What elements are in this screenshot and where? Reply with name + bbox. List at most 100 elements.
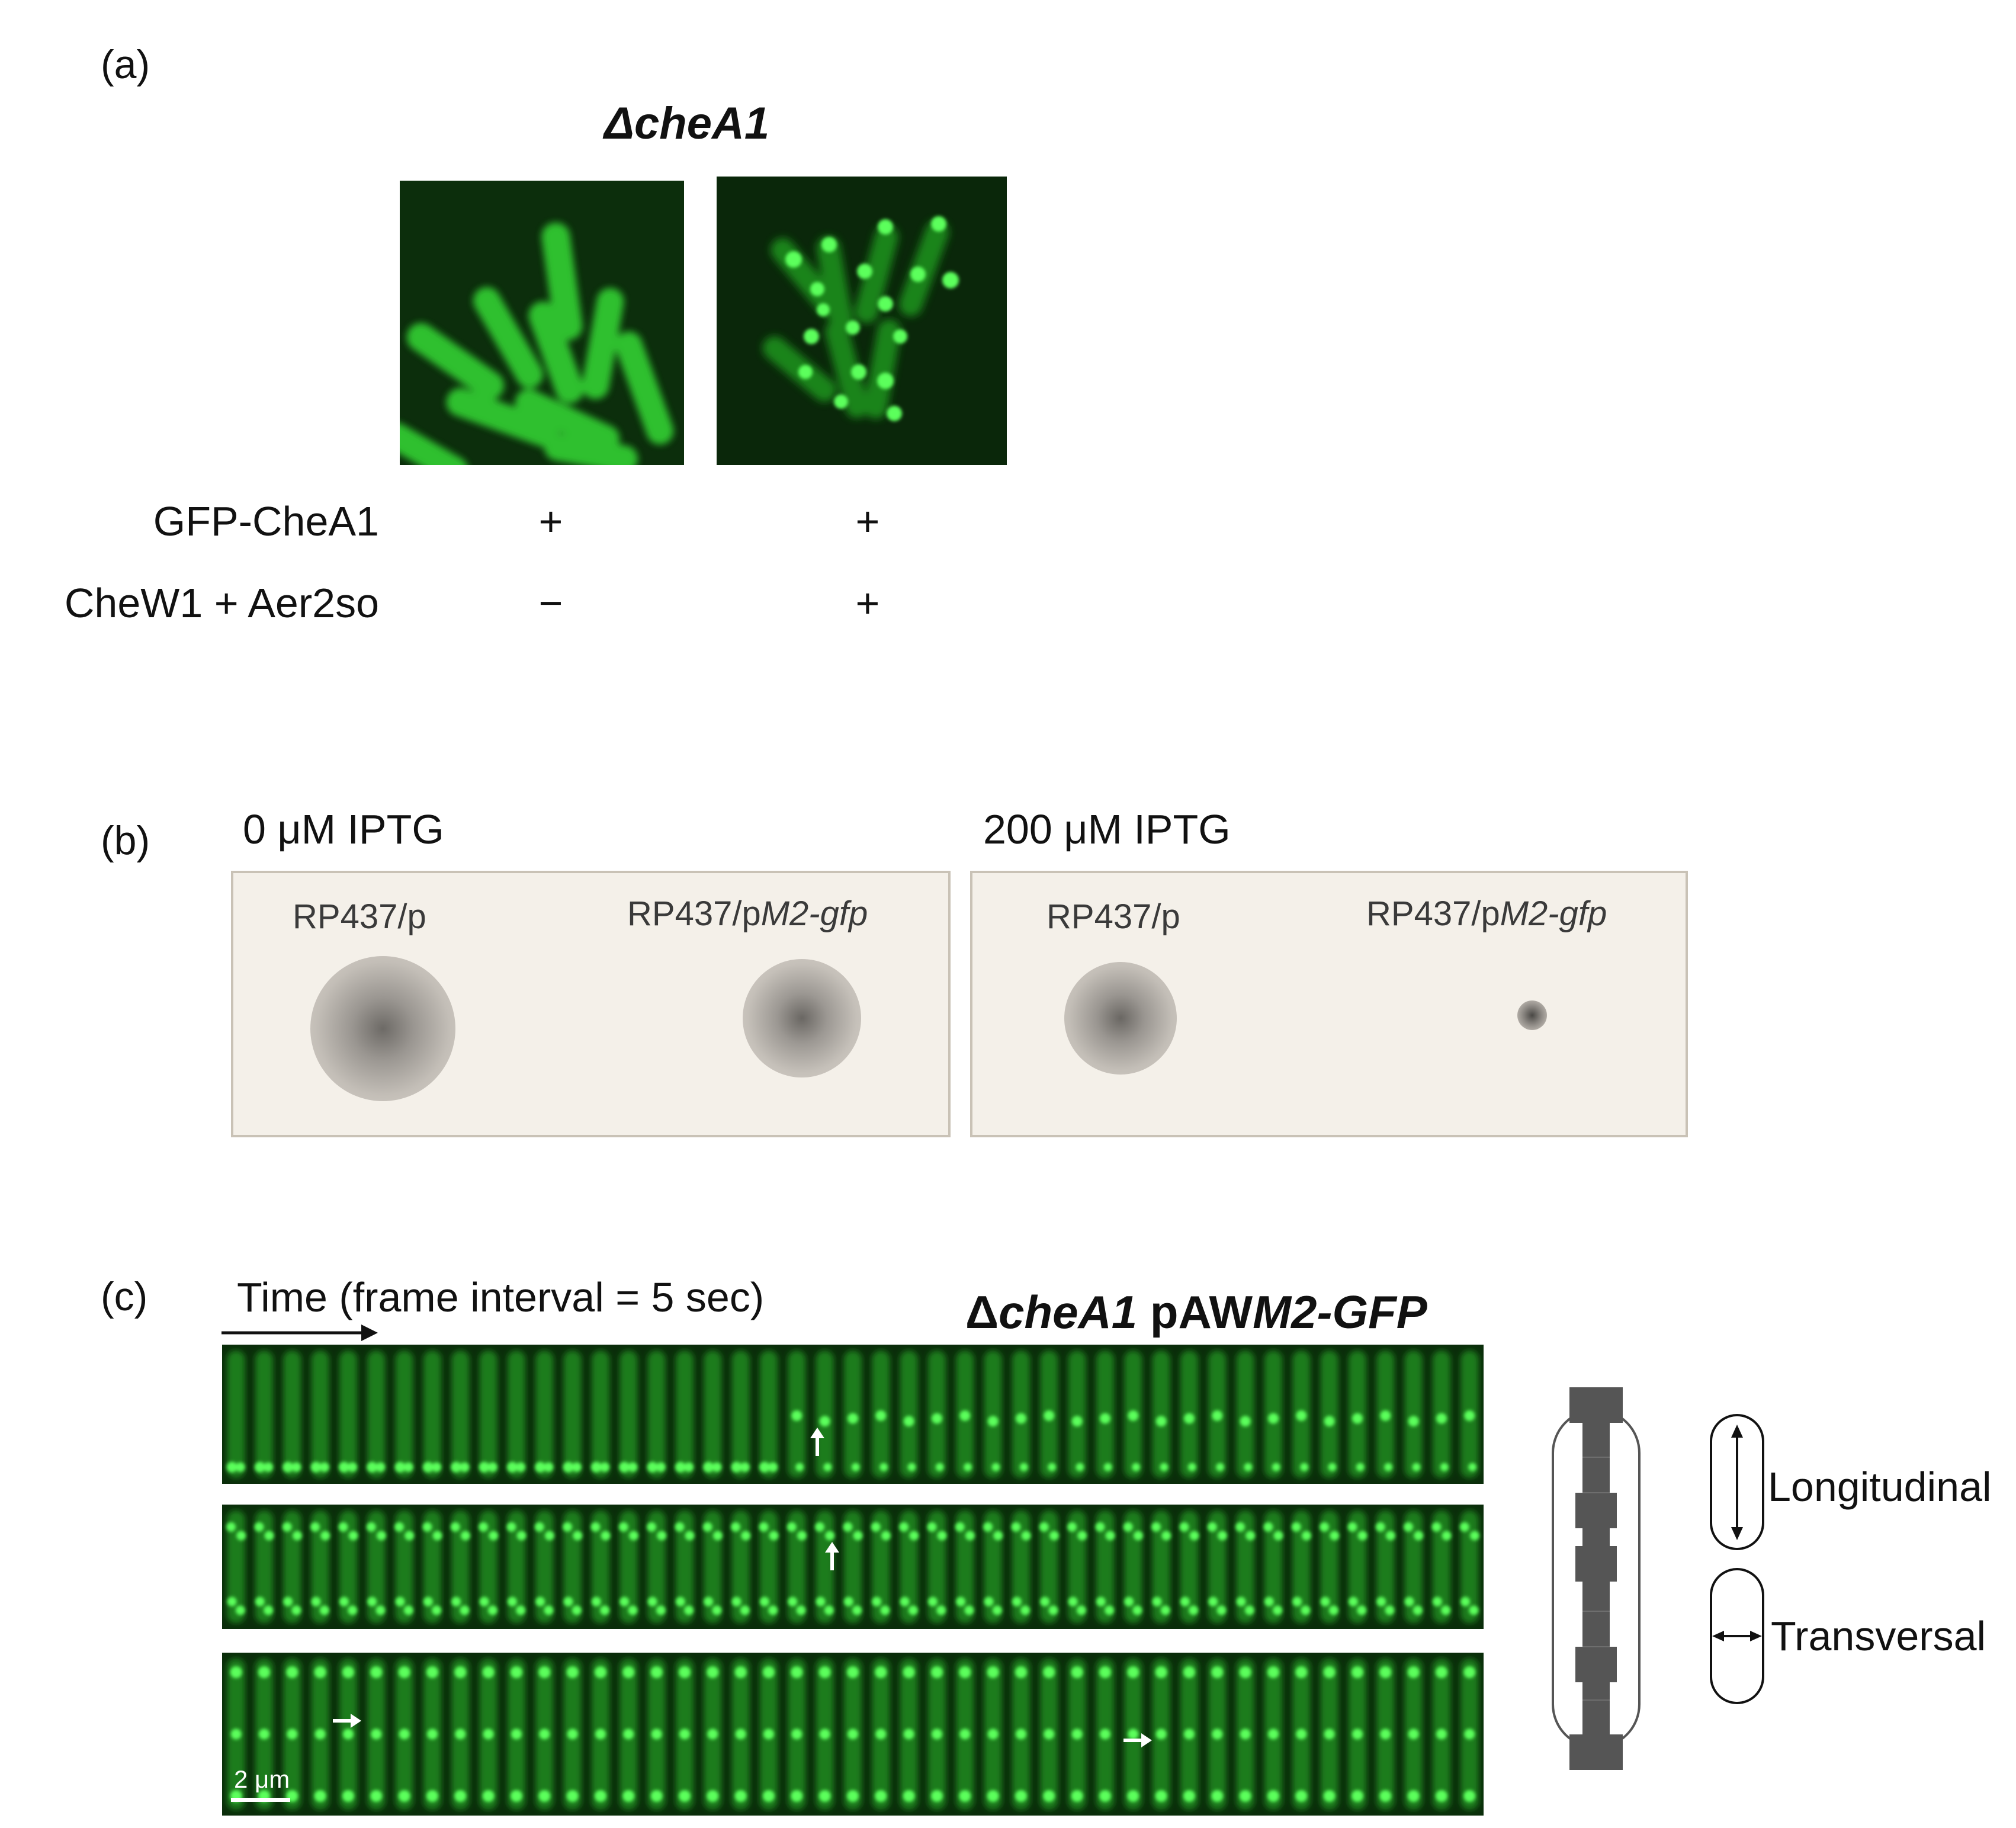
micrograph-clustered xyxy=(717,177,1007,465)
kymograph-spot xyxy=(1385,1531,1395,1541)
kymograph-spot xyxy=(1244,1463,1253,1471)
kymograph-spot xyxy=(899,1522,909,1532)
kymograph-spot xyxy=(563,1522,573,1532)
kymograph-spot xyxy=(824,1605,834,1615)
kymograph-spot xyxy=(338,1522,348,1532)
strain-plasmid-prefix: pAW xyxy=(1137,1286,1253,1338)
kymograph-spot xyxy=(1048,1605,1058,1615)
kymograph-spot xyxy=(1295,1666,1308,1678)
kymograph-frame xyxy=(704,1351,722,1478)
kymograph-frame xyxy=(395,1351,413,1478)
kymograph-spot xyxy=(684,1462,694,1472)
kymograph-spot xyxy=(1211,1790,1224,1802)
kymograph-spot xyxy=(788,1596,798,1606)
kymograph-spot xyxy=(1039,1522,1049,1532)
kymograph-spot xyxy=(847,1666,859,1678)
kymograph-spot xyxy=(675,1522,685,1532)
kymograph-spot xyxy=(1442,1531,1452,1541)
kymograph-spot xyxy=(675,1596,685,1606)
row-label-chew1-aer2so: CheW1 + Aer2so xyxy=(64,580,379,626)
kymograph-spot xyxy=(622,1666,635,1678)
kymograph-spot xyxy=(791,1728,802,1740)
kymograph-spot xyxy=(1431,1522,1442,1532)
kymograph-spot xyxy=(1408,1416,1419,1427)
kymograph-spot xyxy=(590,1461,602,1473)
kymograph-spot xyxy=(1407,1666,1420,1678)
kymograph-spot xyxy=(1127,1790,1139,1802)
kymograph-spot xyxy=(1208,1596,1218,1606)
kymograph-spot xyxy=(319,1462,329,1472)
kymograph-spot xyxy=(226,1461,237,1473)
kymograph-spot xyxy=(292,1531,302,1541)
kymograph-spot xyxy=(1352,1666,1363,1678)
kymograph-spot xyxy=(1375,1522,1385,1532)
kymograph-spot xyxy=(1067,1522,1077,1532)
kymograph-spot xyxy=(572,1462,582,1472)
kymograph-spot xyxy=(1071,1416,1083,1427)
kymograph-spot xyxy=(959,1728,971,1740)
kymograph-spot xyxy=(1239,1666,1251,1678)
kymograph-spot xyxy=(763,1666,775,1678)
kymograph-spot xyxy=(1323,1666,1336,1678)
kymograph-spot xyxy=(1380,1728,1391,1740)
kymograph-spot xyxy=(823,1463,832,1471)
kymograph-spot xyxy=(880,1605,890,1615)
kymograph-spot xyxy=(1441,1605,1451,1615)
kymograph-spot xyxy=(1161,1531,1171,1541)
kymograph-spot xyxy=(544,1605,554,1615)
kymograph-spot xyxy=(1296,1728,1307,1740)
kymograph-spot xyxy=(1151,1522,1161,1532)
kymograph-spot xyxy=(1357,1531,1367,1541)
kymograph-spot xyxy=(684,1605,694,1615)
kymograph-frame xyxy=(311,1351,329,1478)
kymograph-spot xyxy=(264,1605,274,1615)
kymograph-spot xyxy=(815,1522,825,1532)
strain-gene: cheA1 xyxy=(999,1286,1138,1338)
kymograph-spot xyxy=(909,1531,919,1541)
kymograph-spot xyxy=(314,1666,326,1678)
kymograph-spot xyxy=(254,1522,264,1532)
kymograph-spot xyxy=(712,1531,723,1541)
kymograph-spot xyxy=(712,1462,722,1472)
kymograph-spot xyxy=(787,1522,797,1532)
kymograph-spot xyxy=(848,1728,858,1740)
kymograph-spot xyxy=(567,1728,578,1740)
kymograph-spot xyxy=(1012,1596,1022,1606)
kymograph-spot xyxy=(900,1596,910,1606)
kymograph-frame xyxy=(227,1351,245,1478)
kymograph-spot xyxy=(405,1531,415,1541)
kymograph-spot xyxy=(879,1463,888,1471)
kymograph-spot xyxy=(1324,1416,1335,1427)
kymograph-spot xyxy=(482,1666,495,1678)
kymograph-spot xyxy=(254,1461,265,1473)
kymograph-spot xyxy=(685,1531,695,1541)
kymograph-spot xyxy=(286,1666,298,1678)
kymograph-spot xyxy=(707,1728,718,1740)
kymograph-spot xyxy=(1071,1790,1083,1802)
kymograph-spot xyxy=(1356,1463,1365,1471)
kymograph-spot xyxy=(590,1522,601,1532)
delta-symbol: Δ xyxy=(604,98,635,149)
kymograph-spot xyxy=(936,1605,946,1615)
kymograph-spot xyxy=(1407,1790,1420,1802)
kymograph-frame xyxy=(283,1351,301,1478)
kymograph-spot xyxy=(797,1531,807,1541)
kymograph-spot xyxy=(1469,1531,1479,1541)
kymograph-spot xyxy=(375,1462,386,1472)
kymograph-spot xyxy=(1268,1728,1279,1740)
kymograph-spot xyxy=(1408,1728,1419,1740)
kymograph-spot xyxy=(1273,1531,1283,1541)
kymograph-spot xyxy=(1099,1666,1111,1678)
kymograph-spot xyxy=(875,1728,887,1740)
kymograph-spot xyxy=(1180,1596,1190,1606)
kymograph-spot xyxy=(741,1531,751,1541)
kymograph-spot xyxy=(991,1463,1000,1471)
kymograph-spot xyxy=(310,1522,320,1532)
kymograph-spot xyxy=(1133,1531,1143,1541)
kymograph-spot xyxy=(1352,1728,1363,1740)
kymograph-spot xyxy=(1207,1522,1217,1532)
kymograph-spot xyxy=(511,1790,522,1802)
kymograph-spot xyxy=(1240,1416,1251,1427)
kymograph-spot xyxy=(1324,1728,1335,1740)
kymograph-spot xyxy=(403,1605,413,1615)
